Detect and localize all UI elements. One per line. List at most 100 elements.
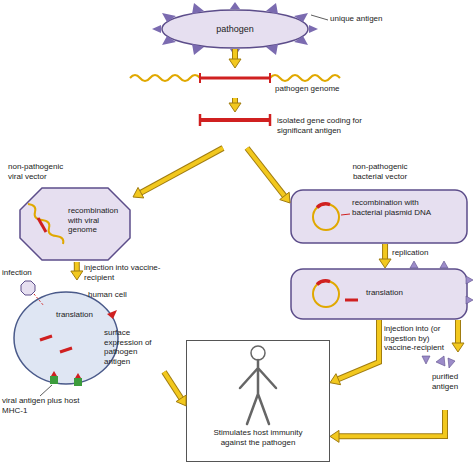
step-label: recombination with viral genome — [68, 206, 128, 235]
arrow-head — [71, 271, 83, 280]
antigen — [410, 261, 418, 268]
arrow-heads — [71, 271, 83, 280]
arrow-head — [133, 187, 144, 198]
arrow-shaft — [338, 410, 445, 436]
arrow-head — [280, 192, 290, 203]
arrow-head — [176, 395, 186, 406]
edge-label: injection into (or ingestion by) vaccine… — [384, 324, 450, 353]
spike — [152, 25, 161, 33]
arrow-heads — [280, 192, 290, 203]
leader-line — [40, 385, 52, 396]
leader-line — [311, 15, 328, 20]
gene-graphic: isolated gene coding for significant ant… — [115, 112, 355, 148]
arrow-shaft — [383, 244, 387, 260]
arrow-shaft-outline — [338, 410, 445, 436]
arrow-heads — [176, 395, 186, 406]
arrow-heads — [379, 259, 391, 268]
arrow-heads — [133, 187, 144, 198]
gene-tick — [199, 73, 201, 83]
antigen — [448, 358, 455, 368]
genome-label: pathogen genome — [275, 84, 350, 94]
bacterial-cell: translation — [290, 268, 468, 320]
spike — [230, 2, 240, 9]
spike — [309, 25, 318, 33]
arrow-head — [379, 259, 391, 268]
genome-strand — [130, 75, 200, 81]
antigen — [466, 276, 473, 284]
arrow-head — [229, 59, 241, 68]
step-label: recombination with bacterial plasmid DNA — [352, 198, 442, 217]
arrow-shaft-outline — [164, 372, 182, 399]
bacterium-outline — [291, 190, 467, 243]
edge-label: replication — [392, 248, 462, 258]
flow-arrow — [164, 372, 186, 406]
vector-heading: non-pathogenic bacterial vector — [340, 162, 420, 181]
arrow-shaft-outline — [140, 148, 223, 193]
bacterium-outline — [291, 269, 467, 319]
genome-strand — [270, 75, 340, 81]
viral-vector-octagon: non-pathogenic viral vector recombination… — [8, 162, 133, 262]
flow-arrow — [452, 320, 464, 352]
box-outline — [187, 341, 330, 462]
arrow-shaft-outline — [232, 49, 238, 60]
gene-label: isolated gene coding for significant ant… — [277, 116, 389, 135]
arrow-heads — [330, 430, 339, 442]
arrow-head — [229, 103, 241, 112]
arrow-shaft — [140, 148, 223, 193]
gene-segment — [200, 77, 270, 80]
vector-heading: non-pathogenic viral vector — [8, 162, 78, 181]
arrow-shaft-outline — [455, 320, 461, 344]
cell-label: human cell — [88, 290, 158, 300]
callout-text: surface expression of pathogen antigen — [104, 328, 164, 366]
cell-outline — [14, 292, 118, 384]
pathogen-label: pathogen — [161, 24, 309, 35]
arrow-head — [330, 374, 341, 385]
arrow-heads — [452, 343, 464, 352]
gene-tick — [269, 73, 271, 83]
arrow-heads — [229, 59, 241, 68]
human-head — [251, 346, 265, 360]
bacterial-vector-box: non-pathogenic bacterial vector recombina… — [290, 162, 468, 244]
arrow-shaft-outline — [337, 320, 379, 380]
mhc-molecule — [50, 376, 58, 384]
flow-arrow — [247, 148, 290, 203]
antigen — [440, 261, 448, 268]
flow-arrow — [71, 262, 83, 280]
gene-tick — [199, 114, 202, 126]
flow-arrow — [379, 244, 391, 268]
callout-text: unique antigen — [330, 14, 410, 24]
callout-text: viral antigen plus host MHC-1 — [2, 396, 102, 415]
arrow-head — [330, 430, 339, 442]
arrow-shaft — [247, 148, 285, 197]
step-label: translation — [366, 288, 446, 298]
flow-arrow — [330, 410, 445, 442]
flow-arrow — [133, 148, 223, 198]
human-cell: human cell translation surface expression … — [4, 280, 164, 392]
virus-particle — [21, 281, 35, 295]
antigen-label: purified antigen — [418, 372, 472, 391]
arrow-shaft — [337, 320, 379, 380]
antigen — [436, 356, 445, 366]
flow-arrow — [330, 320, 379, 385]
arrow-shaft — [233, 49, 237, 60]
flow-arrow — [229, 49, 241, 68]
mhc-molecule — [74, 378, 82, 386]
isolated-gene — [200, 118, 270, 122]
shape-outline — [4, 280, 164, 392]
arrow-shaft-outline — [247, 148, 285, 197]
callout-text: infection — [2, 268, 62, 278]
outcome-text: Stimulates host immunity against the pat… — [203, 428, 313, 447]
pathogen-ellipse: pathogen — [161, 9, 309, 49]
gene-tick — [269, 114, 272, 126]
edge-label: injection into vaccine-recipient — [84, 263, 170, 282]
arrow-head — [452, 343, 464, 352]
octagon-outline — [20, 188, 130, 260]
step-label: translation — [56, 310, 106, 320]
antigen-spikes — [152, 2, 318, 57]
antigen — [466, 296, 473, 304]
arrow-shaft — [456, 320, 460, 344]
arrow-heads — [229, 103, 241, 112]
gene-product — [345, 299, 358, 302]
arrow-shaft-outline — [382, 244, 388, 260]
